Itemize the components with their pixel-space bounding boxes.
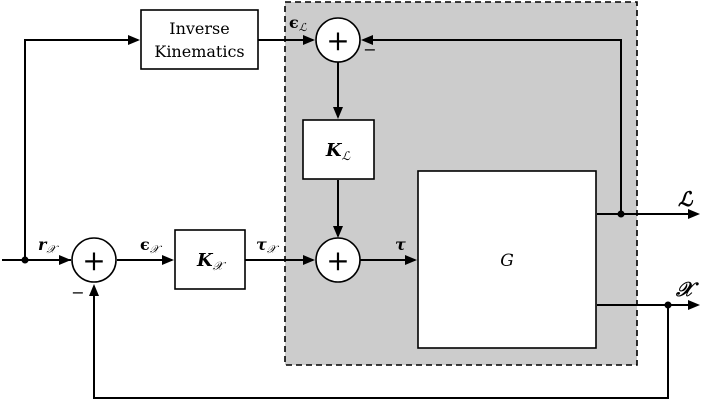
arrow-head	[688, 300, 700, 310]
arrow-head	[405, 255, 417, 265]
k-l-label: Kℒ	[325, 140, 351, 163]
signal-r-x: r𝒳	[38, 235, 59, 256]
inner-minus-sign: −	[363, 40, 376, 59]
arrow-head	[361, 35, 373, 45]
svg-text:+: +	[326, 244, 349, 277]
arrow-head	[333, 107, 343, 119]
arrow-head	[128, 35, 140, 45]
inverse-kinematics-block	[140, 9, 259, 70]
sum-junction-torque: +	[315, 237, 361, 283]
ik-feed-line	[24, 39, 138, 260]
sum-junction-outer: +	[71, 237, 117, 283]
svg-text:+: +	[326, 24, 349, 57]
output-l-label: ℒ	[678, 187, 694, 211]
k-l-block	[302, 119, 375, 180]
signal-tau: τ	[395, 235, 406, 254]
svg-text:+: +	[82, 244, 105, 277]
l-feedback-line	[365, 39, 622, 214]
x-feedback-line	[93, 288, 669, 399]
arrow-head	[333, 226, 343, 238]
arrow-head	[59, 255, 71, 265]
plant-g-block	[417, 170, 597, 349]
k-x-block	[174, 229, 246, 290]
inverse-kinematics-label-line2: Kinematics	[154, 42, 244, 61]
plant-g-label: G	[500, 251, 514, 271]
signal-eps-x: ϵ𝒳	[140, 235, 163, 256]
arrow-head	[303, 35, 315, 45]
arrow-head	[303, 255, 315, 265]
outer-minus-sign: −	[71, 283, 84, 302]
arrow-head	[688, 209, 700, 219]
sum-junction-inner: +	[315, 17, 361, 63]
inverse-kinematics-label-line1: Inverse	[169, 19, 229, 38]
output-x-label: 𝒳	[675, 277, 699, 301]
signal-eps-l: ϵℒ	[289, 13, 308, 34]
signal-tau-x: τ𝒳	[256, 235, 280, 256]
arrow-head	[162, 255, 174, 265]
arrow-head	[89, 284, 99, 296]
